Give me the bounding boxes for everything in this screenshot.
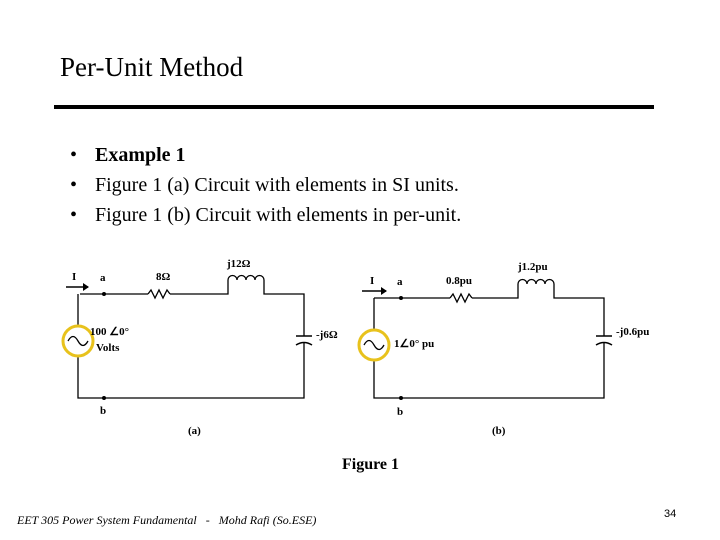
circuit-figure: I a 8Ω j12Ω -j6Ω 100 ∠0° Volts b (a) I a… — [61, 258, 649, 437]
node-b-label: b — [397, 406, 403, 418]
arrow-head-icon — [83, 283, 89, 291]
circuit-a-label: (a) — [188, 425, 201, 437]
source-unit-label: Volts — [96, 342, 120, 354]
node-b-dot — [399, 396, 403, 400]
bullet-list: • Example 1 • Figure 1 (a) Circuit with el… — [70, 140, 461, 230]
bullet-text: Figure 1 (a) Circuit with elements in SI… — [95, 174, 459, 196]
footer-separator: - — [205, 513, 210, 527]
resistor-icon — [147, 288, 171, 300]
source-value-label: 1∠0° pu — [394, 338, 434, 350]
title-underline — [54, 105, 654, 109]
footer: EET 305 Power System Fundamental - Mohd … — [17, 513, 316, 528]
inductor-label: j1.2pu — [517, 261, 548, 273]
bullet-item: • Figure 1 (b) Circuit with elements in p… — [70, 200, 461, 230]
node-a-label: a — [397, 276, 403, 288]
wire — [170, 280, 229, 295]
bullet-text: Figure 1 (b) Circuit with elements in pe… — [95, 204, 462, 226]
wire — [77, 343, 305, 399]
inductor-icon — [517, 278, 555, 285]
footer-author: Mohd Rafi (So.ESE) — [218, 513, 317, 527]
current-label: I — [370, 275, 374, 287]
circuit-a: I a 8Ω j12Ω -j6Ω 100 ∠0° Volts b (a) — [61, 258, 338, 437]
inductor-label: j12Ω — [226, 258, 251, 270]
arrow-head-icon — [381, 287, 387, 295]
node-b-label: b — [100, 405, 106, 417]
node-b-dot — [102, 396, 106, 400]
bullet-dot: • — [70, 204, 78, 226]
slide-title: Per-Unit Method — [60, 52, 244, 82]
sine-wave-icon — [363, 339, 385, 351]
wire — [553, 284, 605, 336]
resistor-icon — [449, 292, 473, 304]
wire — [263, 280, 305, 336]
figure-caption: Figure 1 — [342, 456, 400, 473]
resistor-label: 8Ω — [156, 271, 171, 283]
bullet-dot: • — [70, 144, 78, 166]
footer-course: EET 305 Power System Fundamental — [17, 513, 197, 527]
capacitor-plate — [595, 341, 613, 346]
bullet-dot: • — [70, 174, 78, 196]
resistor-label: 0.8pu — [446, 275, 472, 287]
inductor-icon — [227, 274, 265, 281]
capacitor-label: -j0.6pu — [616, 326, 649, 338]
capacitor-plate — [295, 341, 313, 346]
sine-wave-icon — [67, 335, 89, 347]
circuit-b-label: (b) — [492, 425, 506, 437]
page-number: 34 — [664, 508, 677, 520]
bullet-item: • Figure 1 (a) Circuit with elements in S… — [70, 170, 461, 200]
bullet-text: Example 1 — [95, 144, 186, 166]
wire — [472, 284, 519, 299]
source-value-label: 100 ∠0° — [90, 326, 129, 338]
current-label: I — [72, 271, 76, 283]
node-a-label: a — [100, 272, 106, 284]
bullet-item: • Example 1 — [70, 140, 461, 170]
capacitor-label: -j6Ω — [316, 329, 338, 341]
circuit-b: I a 0.8pu j1.2pu -j0.6pu 1∠0° pu b (b) — [357, 261, 649, 437]
wire — [373, 343, 605, 399]
